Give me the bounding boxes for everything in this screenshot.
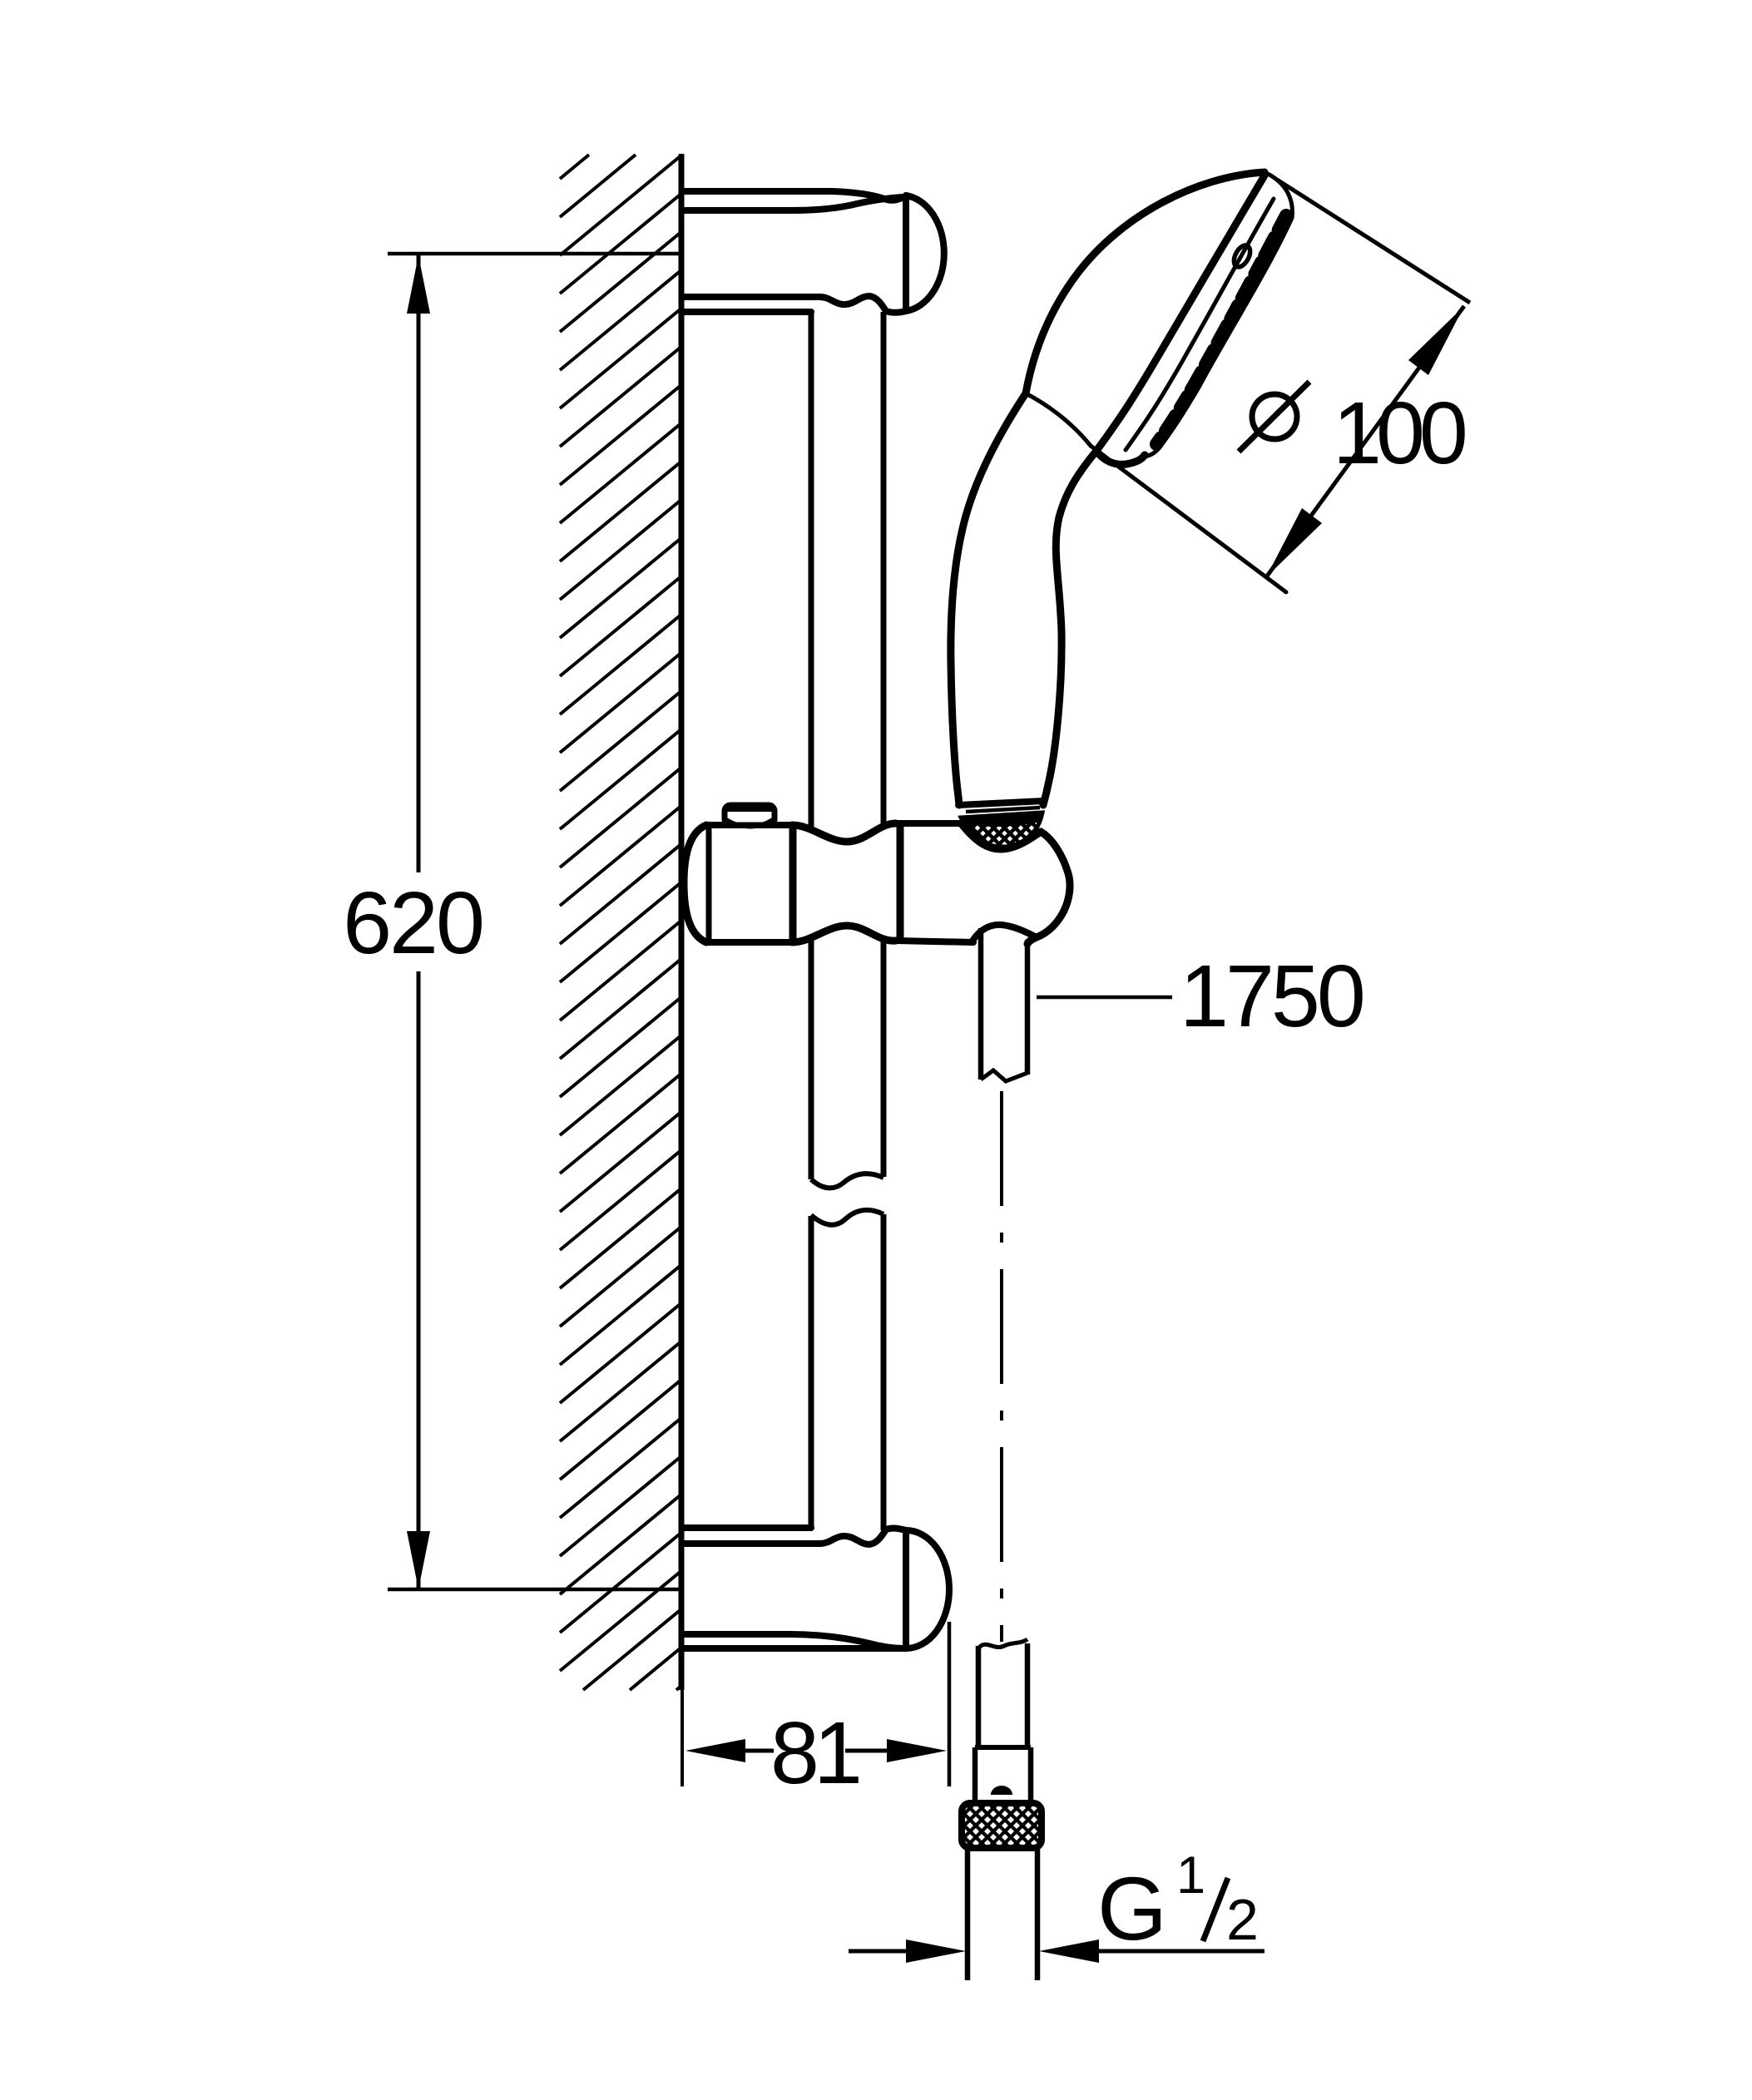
svg-text:1750: 1750 xyxy=(1180,947,1363,1045)
svg-text:G: G xyxy=(1097,1858,1167,1959)
svg-text:2: 2 xyxy=(1226,1887,1259,1952)
svg-text:100: 100 xyxy=(1333,384,1465,482)
svg-text:620: 620 xyxy=(343,874,483,972)
svg-text:1: 1 xyxy=(1176,1846,1205,1905)
svg-text:81: 81 xyxy=(770,1704,859,1802)
